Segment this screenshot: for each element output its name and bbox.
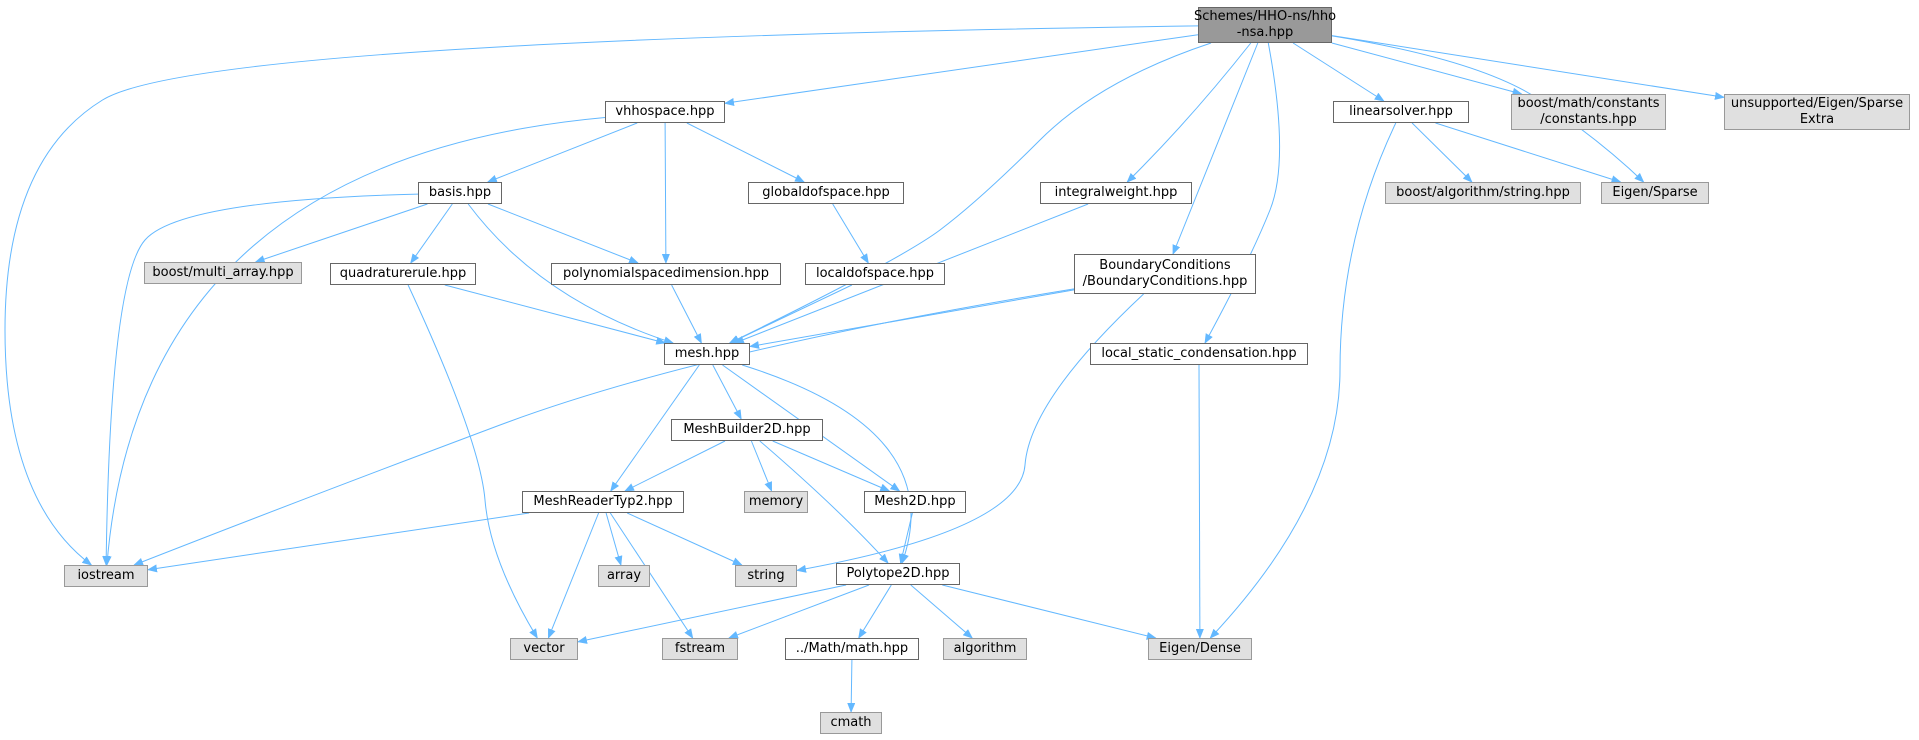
node-mesh2d[interactable]: Mesh2D.hpp: [864, 491, 966, 513]
edge-vhhospace-to-iostream: [103, 117, 606, 566]
node-eigen-sparse: Eigen/Sparse: [1601, 182, 1709, 204]
node-basis[interactable]: basis.hpp: [418, 182, 502, 204]
edge-local_static_condensation-to-eigen_dense: [1195, 364, 1204, 639]
node-integralweight[interactable]: integralweight.hpp: [1040, 182, 1192, 204]
edge-linearsolver-to-boost_algorithm_string: [1411, 122, 1473, 183]
edge-math-to-cmath: [847, 659, 856, 713]
edge-basis-to-quadraturerule: [410, 203, 453, 264]
node-iostream: iostream: [64, 565, 148, 587]
edge-root-to-iostream: [4, 25, 1199, 566]
edge-root-to-linearsolver: [1292, 42, 1385, 102]
edge-basis-to-mesh: [467, 203, 674, 345]
edge-polytope2d-to-fstream: [728, 584, 870, 639]
edge-vhhospace-to-basis: [486, 122, 638, 183]
node-root: Schemes/HHO-ns/hho -nsa.hpp: [1194, 7, 1336, 43]
edge-polytope2d-to-vector: [577, 584, 847, 644]
node-eigen-dense: Eigen/Dense: [1148, 638, 1252, 660]
edge-meshreadertyp2-to-iostream: [147, 512, 530, 573]
edge-basis-to-boost_multi_array: [254, 203, 428, 263]
edge-linearsolver-to-eigen_dense: [1209, 122, 1397, 639]
node-boost-algorithm-string: boost/algorithm/string.hpp: [1385, 182, 1581, 204]
node-vhhospace[interactable]: vhhospace.hpp: [605, 101, 725, 123]
edge-basis-to-polynomialspacedimension: [487, 203, 639, 264]
edge-meshbuilder2d-to-polytope2d: [759, 440, 889, 564]
edge-meshbuilder2d-to-meshreadertyp2: [624, 440, 726, 492]
edge-meshbuilder2d-to-memory: [750, 440, 773, 492]
node-polynomialspacedimension[interactable]: polynomialspacedimension.hpp: [551, 263, 781, 285]
edge-meshreadertyp2-to-array: [605, 512, 623, 566]
node-mesh[interactable]: mesh.hpp: [664, 343, 750, 365]
node-local-static-condensation[interactable]: local_static_condensation.hpp: [1090, 343, 1308, 365]
node-vector: vector: [510, 638, 578, 660]
edge-root-to-vhhospace: [724, 34, 1199, 106]
edge-vhhospace-to-polynomialspacedimension: [661, 122, 670, 264]
edge-meshbuilder2d-to-mesh2d: [772, 440, 891, 492]
edge-meshreadertyp2-to-fstream: [609, 512, 694, 639]
node-memory: memory: [744, 491, 808, 513]
node-string: string: [735, 565, 797, 587]
edge-basis-to-iostream: [102, 193, 419, 566]
node-quadraturerule[interactable]: quadraturerule.hpp: [330, 263, 476, 285]
edge-root-to-boost_math_constants: [1331, 42, 1523, 96]
edge-mesh-to-polytope2d: [742, 364, 912, 564]
edge-mesh-to-meshreadertyp2: [610, 364, 700, 492]
edge-localdofspace-to-mesh: [729, 284, 853, 344]
node-algorithm: algorithm: [943, 638, 1027, 660]
edge-polytope2d-to-eigen_dense: [942, 584, 1157, 640]
node-fstream: fstream: [662, 638, 738, 660]
edge-boundaryconditions-to-iostream: [133, 288, 1075, 566]
edge-polytope2d-to-algorithm: [910, 584, 973, 639]
node-boost-multi-array: boost/multi_array.hpp: [144, 262, 302, 284]
edge-globaldofspace-to-localdofspace: [832, 203, 869, 264]
edge-quadraturerule-to-mesh: [444, 284, 667, 345]
node-unsupported-eigen-sparse: unsupported/Eigen/Sparse Extra: [1724, 94, 1910, 130]
edge-root-to-boundaryconditions: [1172, 42, 1259, 255]
edge-meshreadertyp2-to-string: [626, 512, 743, 566]
node-globaldofspace[interactable]: globaldofspace.hpp: [748, 182, 904, 204]
node-linearsolver[interactable]: linearsolver.hpp: [1333, 101, 1469, 123]
edge-linearsolver-to-eigen_sparse: [1435, 122, 1622, 184]
node-math[interactable]: ../Math/math.hpp: [785, 638, 919, 660]
node-meshbuilder2d[interactable]: MeshBuilder2D.hpp: [671, 419, 823, 441]
edge-vhhospace-to-globaldofspace: [686, 122, 805, 183]
node-array: array: [598, 565, 650, 587]
edge-boundaryconditions-to-string: [796, 293, 1144, 573]
edge-boundaryconditions-to-mesh: [749, 289, 1075, 349]
edge-quadraturerule-to-vector: [407, 284, 538, 639]
node-cmath: cmath: [820, 712, 882, 734]
edge-polytope2d-to-math: [858, 584, 892, 639]
edge-mesh2d-to-polytope2d: [898, 512, 913, 564]
edge-root-to-integralweight: [1126, 42, 1252, 183]
node-boundaryconditions[interactable]: BoundaryConditions /BoundaryConditions.h…: [1074, 254, 1256, 294]
node-polytope2d[interactable]: Polytope2D.hpp: [836, 563, 960, 585]
edge-mesh-to-meshbuilder2d: [712, 364, 742, 420]
edge-meshreadertyp2-to-vector: [547, 512, 600, 639]
edge-polynomialspacedimension-to-mesh: [671, 284, 702, 344]
node-meshreadertyp2[interactable]: MeshReaderTyp2.hpp: [522, 491, 684, 513]
edge-root-to-unsupported_eigen_sparse: [1331, 35, 1725, 100]
node-localdofspace[interactable]: localdofspace.hpp: [805, 263, 945, 285]
node-boost-math-constants: boost/math/constants /constants.hpp: [1511, 94, 1666, 130]
